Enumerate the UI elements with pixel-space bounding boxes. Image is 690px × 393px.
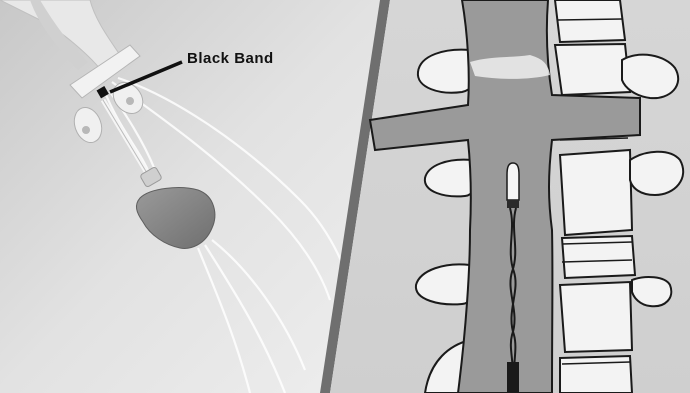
- black-band-label: Black Band: [187, 50, 274, 67]
- spine-illustration-panel: [330, 0, 690, 393]
